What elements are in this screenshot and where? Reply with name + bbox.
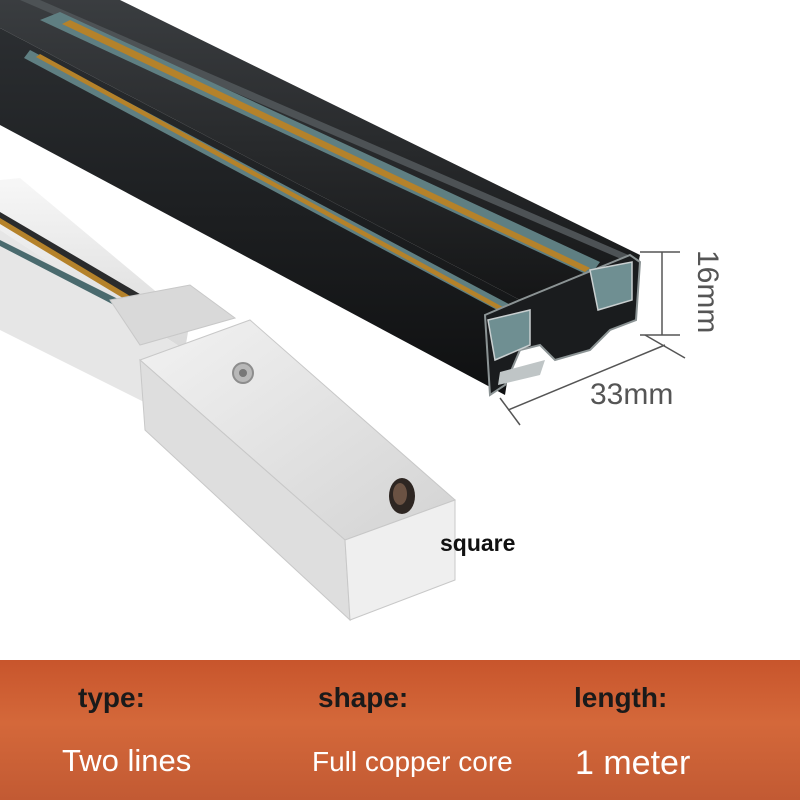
width-dimension-line bbox=[499, 334, 686, 426]
product-illustration bbox=[0, 0, 686, 622]
type-label: type: bbox=[78, 682, 145, 713]
shape-value: Full copper core bbox=[312, 746, 513, 777]
black-track-rail bbox=[0, 0, 642, 397]
shape-caption: square bbox=[440, 530, 516, 556]
copper-conductor bbox=[62, 20, 590, 272]
height-dimension-label: 16mm bbox=[691, 250, 724, 334]
type-value: Two lines bbox=[62, 743, 192, 778]
width-dimension-label: 33mm bbox=[590, 378, 674, 411]
white-end-cap bbox=[109, 284, 456, 622]
shape-label: shape: bbox=[318, 682, 409, 713]
length-label: length: bbox=[574, 682, 668, 713]
spec-band bbox=[0, 660, 800, 800]
length-value: 1 meter bbox=[575, 744, 691, 782]
height-dimension-line bbox=[640, 251, 680, 336]
